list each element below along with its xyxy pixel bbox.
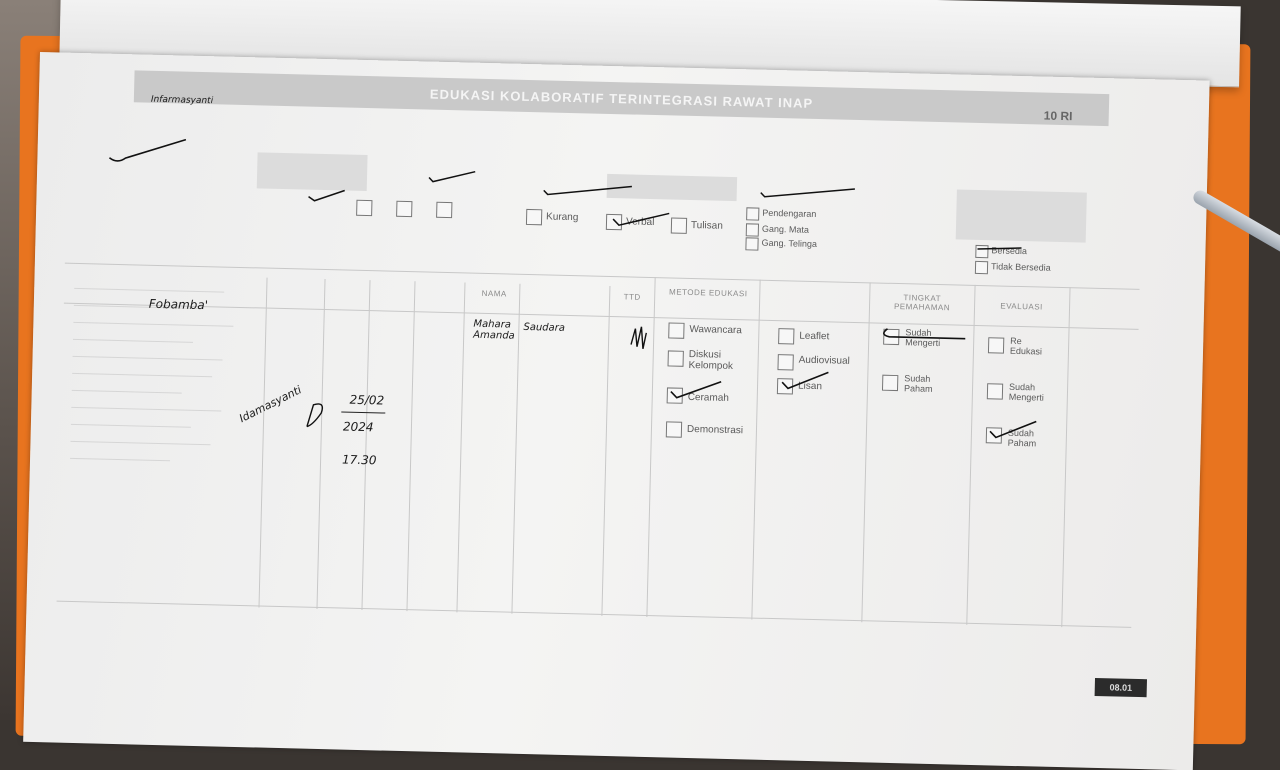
metode-diskusi-label: Diskusi Kelompok — [688, 348, 734, 373]
educator-name: Mahara Amanda — [473, 318, 515, 342]
header-tingkat: TINGKAT PEMAHAMAN — [893, 293, 951, 313]
option-checkbox[interactable] — [436, 201, 453, 219]
metode-wawancara-label: Wawancara — [689, 323, 742, 337]
kurang-checkbox[interactable] — [525, 208, 543, 226]
table-column-line — [1061, 287, 1071, 628]
gangguan-checkbox[interactable] — [745, 237, 759, 251]
checkmark — [611, 211, 670, 227]
form-page: EDUKASI KOLABORATIF TERINTEGRASI RAWAT I… — [23, 52, 1210, 770]
date-divider — [341, 411, 386, 414]
evaluasi-reedukasi-label: Re Edukasi — [1009, 335, 1043, 357]
table-column-line — [861, 282, 871, 623]
gangguan-checkbox[interactable] — [746, 207, 760, 221]
form-title: EDUKASI KOLABORATIF TERINTEGRASI RAWAT I… — [133, 70, 1110, 127]
evaluasi-mengerti-checkbox[interactable] — [986, 383, 1004, 400]
checkmark — [542, 182, 632, 197]
form-code: 10 RI — [1043, 108, 1073, 124]
evaluasi-mengerti-label: Sudah Mengerti — [1008, 381, 1044, 403]
header-evaluasi: EVALUASI — [1000, 301, 1043, 312]
metode-wawancara-checkbox[interactable] — [668, 322, 685, 339]
gangguan-label: Gang. Mata — [761, 223, 810, 235]
header-handwriting: Infarmasyanti — [150, 94, 214, 107]
table-column-line — [361, 280, 371, 611]
header-shade-block — [256, 152, 368, 192]
pemahaman-paham-label: Sudah Paham — [903, 373, 933, 394]
checkmark — [306, 189, 345, 204]
checkmark — [988, 419, 1038, 440]
table-column-line — [601, 285, 611, 616]
tidak-bersedia-checkbox[interactable] — [974, 260, 989, 275]
signature — [629, 324, 650, 354]
header-ttd: TTD — [623, 292, 641, 302]
checkmark — [975, 240, 1022, 255]
paraf-mark — [303, 399, 330, 432]
option-checkbox[interactable] — [396, 200, 413, 218]
tulisan-checkbox[interactable] — [670, 217, 688, 234]
table-column-line — [406, 281, 416, 612]
tulisan-label: Tulisan — [690, 219, 723, 232]
table-column-line — [966, 284, 976, 625]
evaluasi-reedukasi-checkbox[interactable] — [987, 337, 1005, 354]
header-nama: NAMA — [481, 288, 507, 299]
checkmark — [780, 370, 830, 391]
page-number-tag: 08.01 — [1094, 677, 1148, 698]
table-rule — [56, 600, 1132, 628]
table-column-line — [751, 279, 761, 620]
topic-list-faded — [67, 277, 254, 582]
table-column-line — [316, 279, 326, 609]
date-year: 2024 — [342, 419, 374, 435]
media-header-shade — [955, 189, 1087, 243]
kurang-label: Kurang — [545, 211, 579, 224]
header-metode: METODE EDUKASI — [668, 287, 748, 299]
pemahaman-paham-checkbox[interactable] — [881, 374, 899, 392]
option-checkbox[interactable] — [356, 199, 373, 217]
tidak-bersedia-label: Tidak Bersedia — [990, 261, 1051, 273]
checkmark — [881, 327, 967, 343]
media-leaflet-label: Leaflet — [799, 330, 830, 343]
metode-demonstrasi-checkbox[interactable] — [665, 421, 683, 438]
time-written: 17.30 — [341, 452, 377, 468]
metode-demonstrasi-label: Demonstrasi — [686, 423, 744, 437]
checkmark — [669, 379, 723, 400]
date-day: 25/02 — [349, 392, 385, 408]
table-column-line — [456, 282, 466, 613]
gangguan-label: Pendengaran — [762, 207, 817, 220]
checkmark — [427, 169, 476, 184]
checkmark — [759, 185, 855, 200]
checkmark — [108, 136, 188, 162]
media-audiovisual-label: Audiovisual — [798, 354, 850, 367]
table-column-line — [258, 277, 268, 608]
recipient-name: Saudara — [523, 321, 566, 334]
gangguan-label: Gang. Telinga — [761, 237, 818, 250]
topic-handwriting: Fobamba' — [148, 296, 209, 313]
media-leaflet-checkbox[interactable] — [778, 328, 795, 345]
gangguan-checkbox[interactable] — [745, 223, 760, 237]
media-audiovisual-checkbox[interactable] — [777, 354, 794, 371]
metode-diskusi-checkbox[interactable] — [667, 350, 684, 367]
